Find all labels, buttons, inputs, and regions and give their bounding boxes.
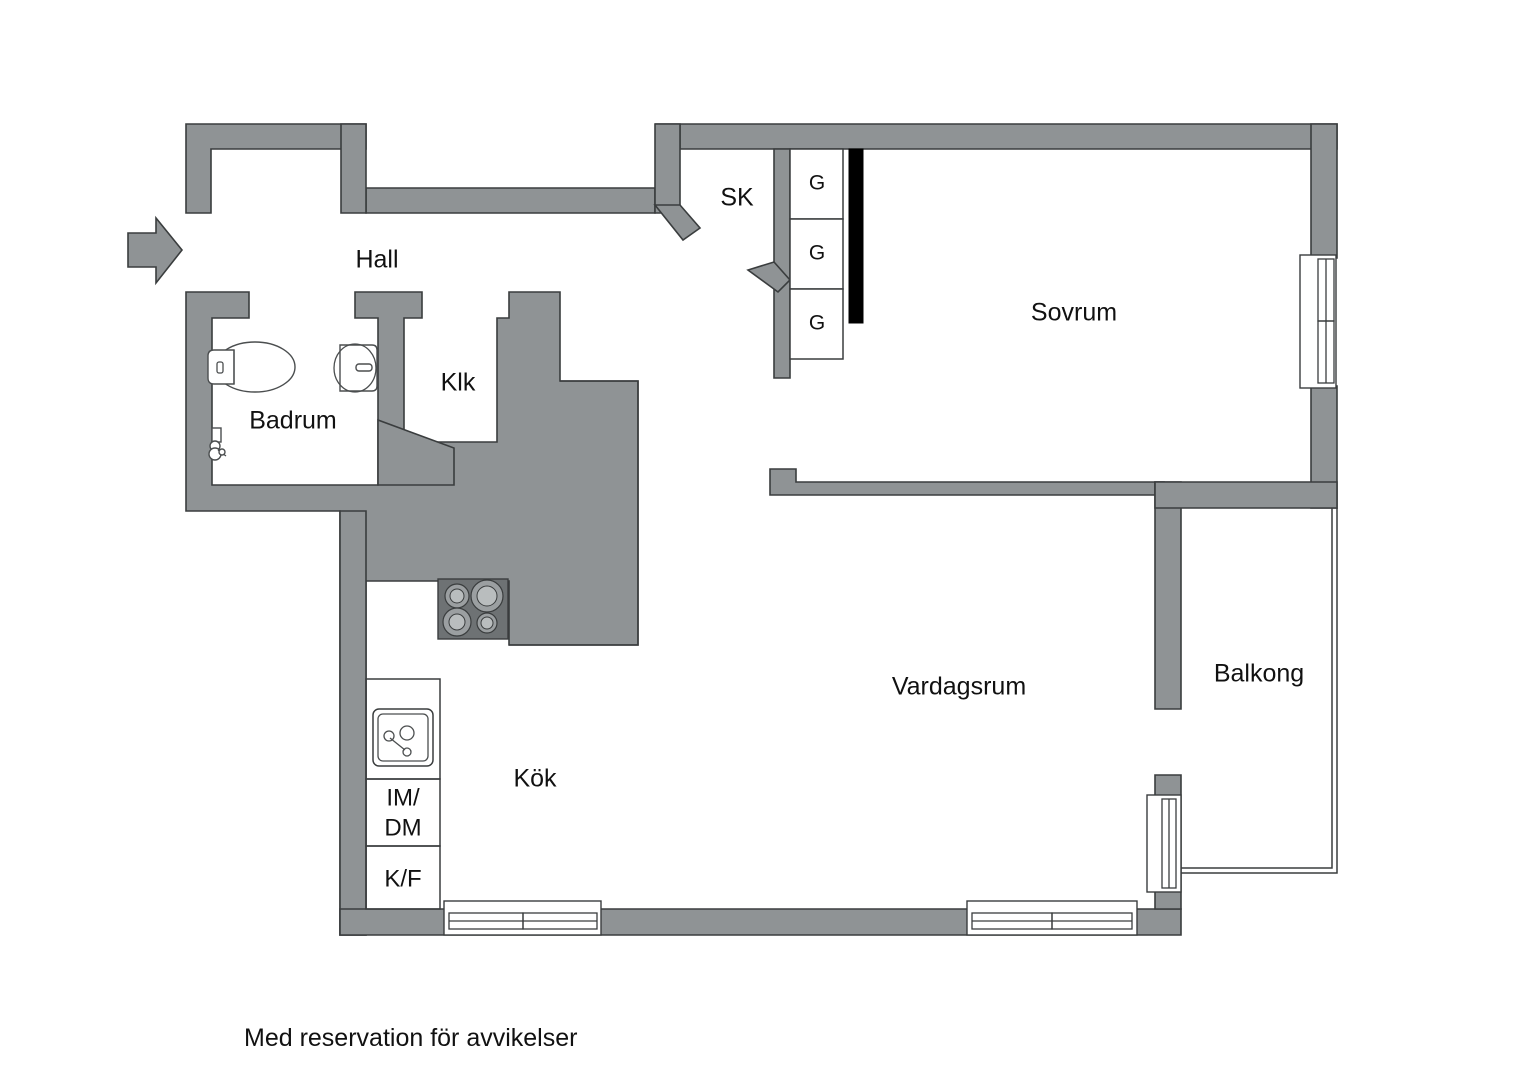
closet-shelf-box [789,218,844,290]
room-label-vardagsrum: Vardagsrum [892,673,1026,701]
entrance-arrow-icon [127,215,184,286]
door-stub-hall-sk [653,204,702,242]
appliance-box-fridge [365,845,441,910]
door-stub-sk [746,261,792,294]
kitchen-sink-icon [372,708,434,767]
counter-outline-klk [509,380,639,646]
balcony-rail-outline [1181,508,1333,869]
wall-north-main [655,123,1338,150]
wardrobe-bar [848,148,864,324]
closet-shelf-box [789,148,844,220]
room-label-kok: Kök [513,765,557,793]
room-label-sovrum: Sovrum [1031,299,1117,327]
closet-shelf-box [789,288,844,360]
wall-klk-diagonal [377,418,455,486]
wall-hall-notch [340,123,367,214]
sink-basin-icon [333,343,378,393]
wall-balcony-top [1154,481,1338,509]
appliance-label-imdm-line2: DM [384,814,421,841]
cooktop-icon [437,578,509,640]
appliance-boxes: IM/ DM K/F [365,678,441,910]
closet-shelf-label: G [809,242,825,265]
window-sovrum-east [1299,254,1337,389]
room-label-balkong: Balkong [1214,660,1304,688]
disclaimer-caption: Med reservation för avvikelser [244,1024,578,1052]
wall-hall-top-left [185,123,367,214]
closet-shelf-group: G G G [789,148,844,360]
room-label-badrum: Badrum [249,407,337,435]
wall-balcony-divider [1154,481,1182,710]
wall-hall-top-right [365,187,656,214]
toilet-icon [207,341,296,393]
room-label-sk: SK [720,184,754,212]
wall-sk-east [773,148,791,379]
room-label-hall: Hall [355,246,398,274]
room-label-klk: Klk [441,369,476,397]
appliance-label-imdm-line1: IM/ [386,784,420,811]
window-vardagsrum-south [966,900,1138,936]
floor-drain-icon [208,427,227,461]
closet-shelf-label: G [809,312,825,335]
wall-sovrum-vardagsrum [769,468,1165,496]
balcony-rail-outline-inner [1181,508,1338,874]
appliance-label-fridge: K/F [384,865,421,892]
wall-sk-west [654,123,681,214]
wall-east-upper [1310,123,1338,259]
window-vardagsrum-east [1146,794,1182,893]
window-kok-south [443,900,602,936]
closet-shelf-label: G [809,172,825,195]
wall-kitchen-west [339,510,367,936]
